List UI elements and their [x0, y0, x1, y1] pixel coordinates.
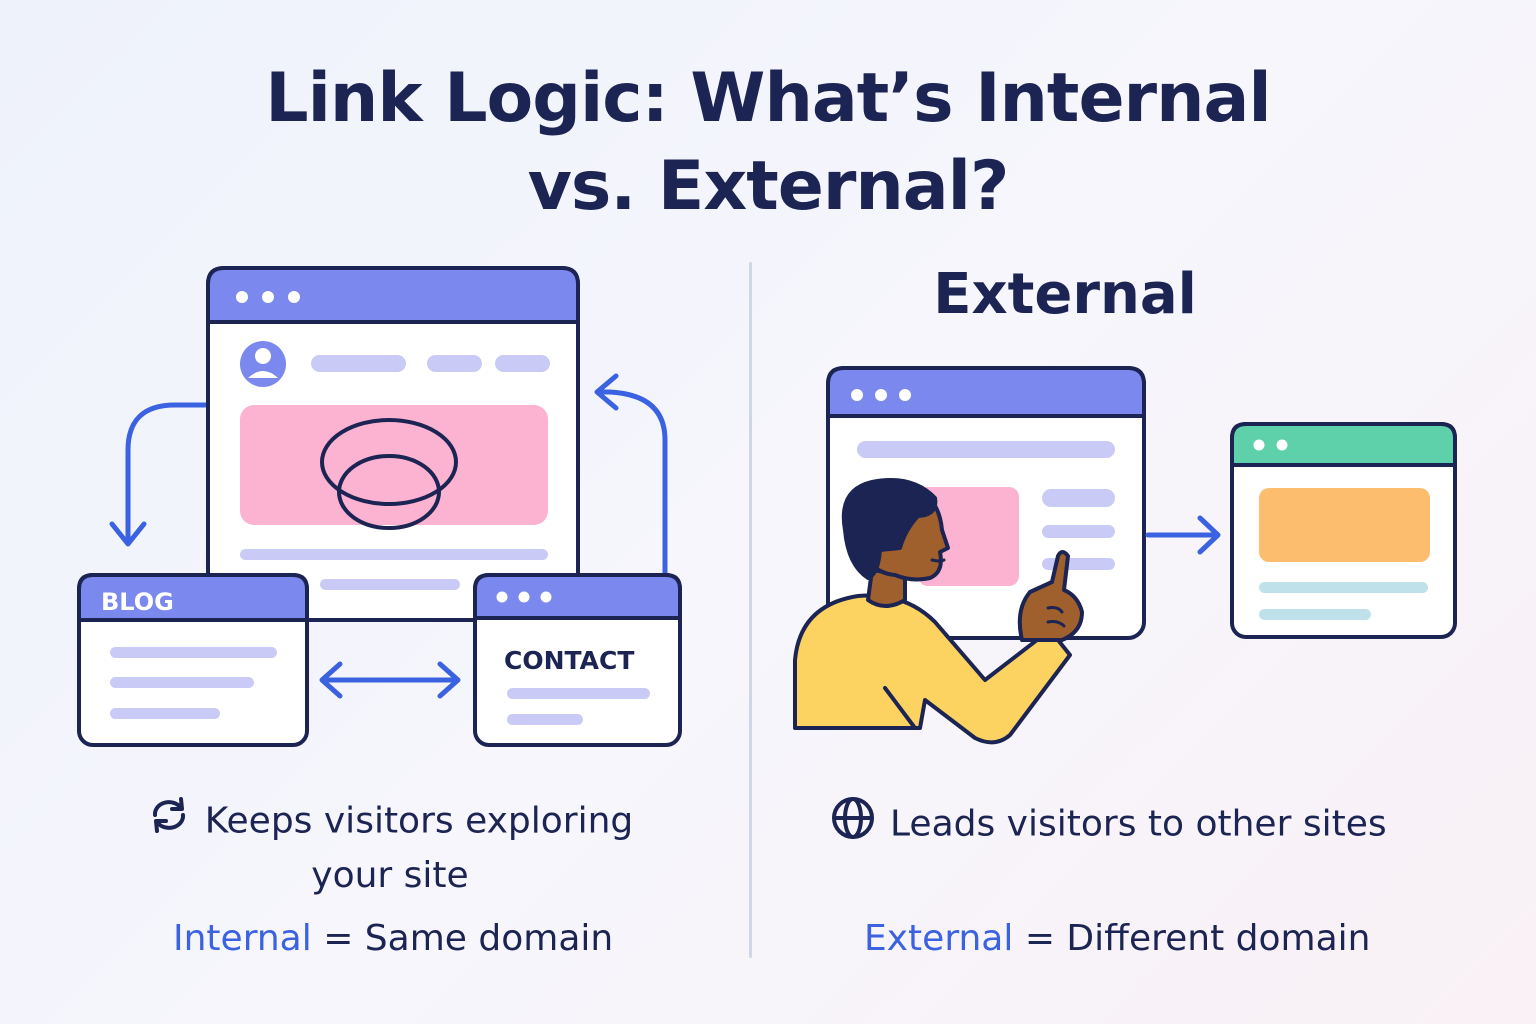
internal-definition: Internal = Same domain — [173, 918, 613, 959]
main-site-window — [206, 266, 580, 622]
arrow-to-external-site — [1145, 515, 1221, 555]
user-avatar-icon — [240, 341, 286, 387]
contact-window: CONTACT — [473, 573, 682, 747]
contact-label: CONTACT — [504, 646, 634, 675]
external-links-illustration — [793, 366, 1457, 745]
globe-icon — [830, 795, 876, 856]
person-pointing-illustration — [793, 478, 1084, 745]
arrow-contact-to-main — [594, 373, 668, 578]
internal-definition-text: = Same domain — [323, 918, 614, 959]
destination-site-window — [1230, 422, 1457, 639]
title-line-2: vs. External? — [527, 147, 1010, 226]
external-definition: External = Different domain — [864, 918, 1370, 959]
internal-caption-line-1: Keeps visitors exploring — [204, 800, 634, 842]
external-caption-text: Leads visitors to other sites — [890, 803, 1387, 845]
page-title: Link Logic: What’s Internal vs. External… — [0, 55, 1536, 231]
internal-links-illustration: BLOG CONTACT — [77, 266, 682, 747]
column-divider — [749, 262, 752, 958]
blog-label: BLOG — [101, 588, 174, 616]
external-caption: Leads visitors to other sites — [830, 795, 1450, 856]
external-term: External — [864, 918, 1014, 959]
title-line-1: Link Logic: What’s Internal — [265, 59, 1271, 138]
internal-caption-line-2: your site — [311, 855, 469, 896]
internal-term: Internal — [173, 918, 312, 959]
external-heading: External — [933, 262, 1197, 327]
blog-window: BLOG — [77, 573, 309, 747]
external-definition-text: = Different domain — [1024, 918, 1371, 959]
arrow-main-to-blog — [109, 402, 208, 547]
double-arrow-blog-contact — [319, 661, 461, 699]
internal-caption: Keeps visitors exploring your site — [110, 795, 670, 902]
refresh-icon — [147, 795, 191, 850]
